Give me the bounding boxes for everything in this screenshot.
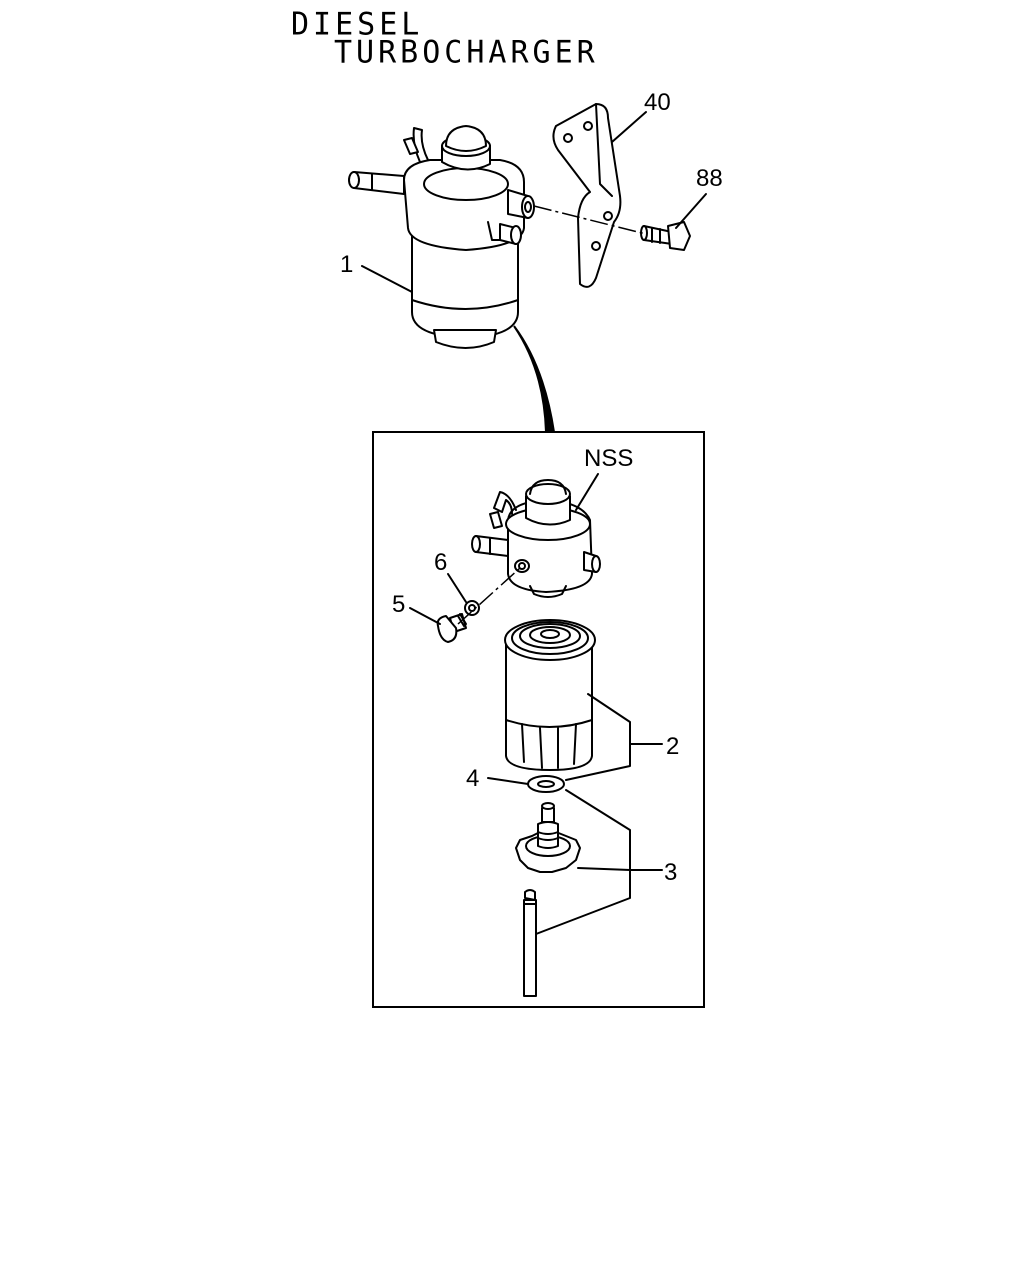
leader-1 <box>361 265 413 293</box>
leader-5 <box>409 607 441 625</box>
callout-nss: NSS <box>584 445 633 472</box>
sealing-washer <box>464 600 480 616</box>
leader-2 <box>565 693 663 781</box>
leader-40 <box>611 111 647 143</box>
air-vent-plug <box>436 613 467 643</box>
diagram-title-line-1: DIESEL <box>291 6 424 43</box>
callout-4: 4 <box>466 765 479 792</box>
callout-3: 3 <box>664 859 677 886</box>
detail-view-arrow <box>513 325 556 433</box>
diagram-title-line-2: TURBOCHARGER <box>334 34 599 71</box>
drain-plug <box>515 802 581 873</box>
callout-88: 88 <box>696 165 723 192</box>
callout-40: 40 <box>644 89 671 116</box>
leader-3 <box>535 789 663 935</box>
mounting-bolt <box>640 221 691 251</box>
leader-88 <box>675 193 707 229</box>
filter-head <box>471 479 601 598</box>
callout-5: 5 <box>392 591 405 618</box>
fuel-filter-assembly <box>348 125 535 349</box>
filter-element <box>504 619 596 771</box>
callout-1: 1 <box>340 251 353 278</box>
callout-6: 6 <box>434 549 447 576</box>
leader-4 <box>487 777 529 785</box>
callout-2: 2 <box>666 733 679 760</box>
exploded-view-frame <box>372 431 705 1008</box>
leader-6 <box>447 573 467 603</box>
o-ring <box>527 775 565 793</box>
water-level-sensor-rod <box>523 889 537 997</box>
leader-nss <box>575 473 599 511</box>
mounting-bracket <box>552 103 622 288</box>
